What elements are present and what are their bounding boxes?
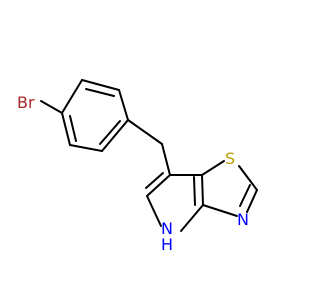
bond-ch2-c7 — [161, 143, 171, 176]
bond-c3a-c7a-double — [193, 176, 196, 206]
bond-n-c3a — [202, 204, 238, 217]
bond-c8-nh — [146, 195, 162, 227]
bond-lines — [40, 79, 258, 232]
atom-label-nh-h: H — [161, 235, 173, 254]
bond-c2t-n — [246, 189, 258, 213]
bond-c4-ch2 — [127, 119, 163, 145]
bond-c2t-n-double — [239, 184, 251, 207]
bond-c2-c3 — [81, 79, 120, 91]
bond-c4-c5 — [101, 119, 129, 152]
bond-c6-c1 — [61, 112, 71, 146]
bond-c2-c3-double — [85, 88, 115, 97]
bond-c7a-s — [201, 160, 225, 176]
molecule-structure: Br S N N H — [17, 79, 258, 254]
bond-c1-c2 — [61, 79, 83, 114]
bond-c4-c5-double — [99, 120, 121, 145]
bond-c3a-c7a — [201, 174, 204, 206]
bond-c6-c1-double — [69, 115, 77, 142]
bond-s-c2t — [238, 165, 258, 191]
atom-label-n: N — [237, 210, 249, 229]
bond-c7-c8 — [146, 174, 171, 197]
bond-c3-c4 — [118, 89, 129, 121]
bond-nh-c3a — [180, 204, 204, 232]
bond-c7-c8-double — [145, 172, 164, 189]
bond-c5-c6 — [69, 144, 103, 152]
atom-label-nh-n: N — [161, 219, 173, 238]
atom-label-s: S — [225, 149, 235, 168]
atom-label-br: Br — [17, 93, 35, 112]
bond-br-c1 — [40, 100, 63, 114]
